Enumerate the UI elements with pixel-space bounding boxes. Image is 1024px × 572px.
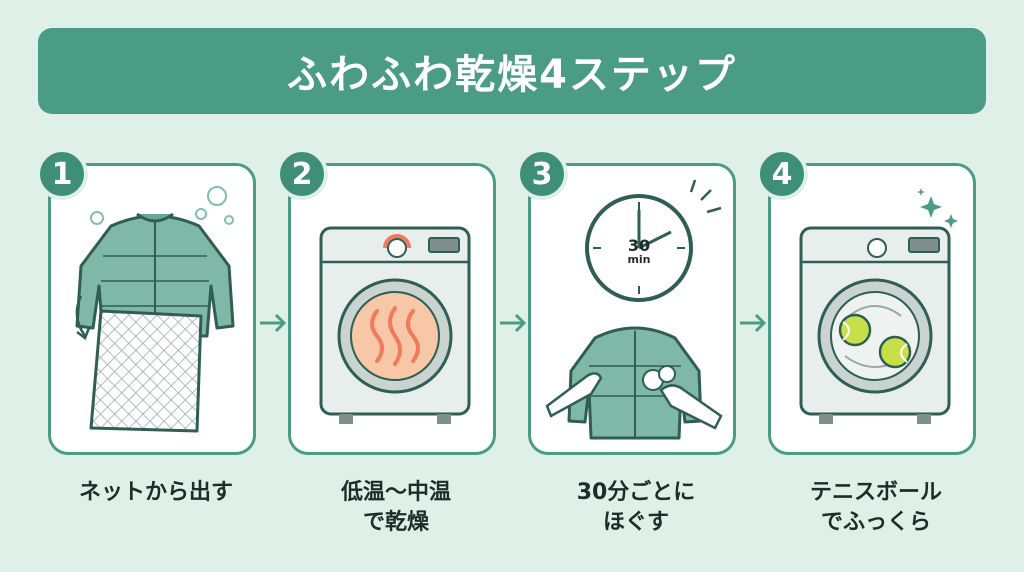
dryer-heat-icon xyxy=(319,226,471,424)
timer-and-hands-icon xyxy=(545,179,723,440)
step-2-badge: 2 xyxy=(276,148,328,200)
step-1-badge: 1 xyxy=(36,148,88,200)
step-2-caption: 低温〜中温 で乾燥 xyxy=(340,480,451,535)
step-3-caption: 30分ごとに ほぐす xyxy=(576,480,696,535)
arrow-right-icon xyxy=(260,313,287,333)
page-title: ふわふわ乾燥4ステップ xyxy=(287,52,737,98)
step-4-card xyxy=(768,163,976,455)
jacket-and-net-icon xyxy=(75,186,235,433)
step-3-card: 30 min xyxy=(528,163,736,455)
arrow-right-icon xyxy=(500,313,527,333)
dryer-tennis-balls-icon xyxy=(799,188,958,424)
step-1-caption: ネットから出す xyxy=(78,480,233,505)
title-banner: ふわふわ乾燥4ステップ xyxy=(38,28,986,114)
step-2-card xyxy=(288,163,496,455)
arrow-right-icon xyxy=(740,313,767,333)
step-4-caption: テニスボール でふっくら xyxy=(809,480,942,535)
step-4-badge: 4 xyxy=(756,148,808,200)
timer-unit: min xyxy=(627,253,651,266)
step-3-badge: 3 xyxy=(516,148,568,200)
step-1-card xyxy=(48,163,256,455)
timer-value: 30 xyxy=(627,236,651,255)
